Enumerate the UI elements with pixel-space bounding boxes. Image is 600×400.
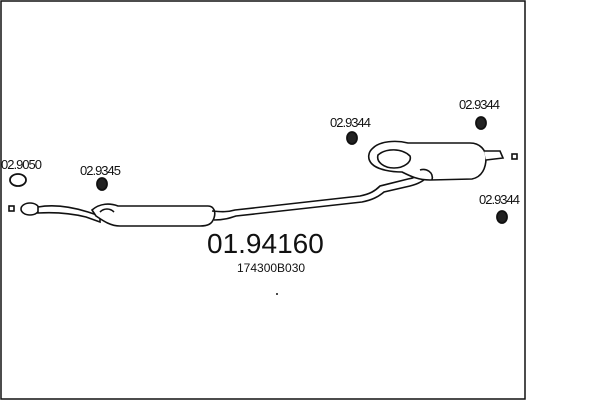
front-flange-stud (8, 205, 15, 212)
mounting-rubber-9344-c (496, 210, 508, 224)
mounting-rubber-9345 (96, 177, 108, 191)
rear-hanger-stud (511, 153, 518, 160)
mounting-rubber-9344-a (346, 131, 358, 145)
dot-mark (276, 293, 278, 295)
label-mounting-9050: 02.9050 (1, 157, 42, 172)
centre-silencer (90, 203, 216, 227)
front-pipe (8, 202, 101, 224)
mounting-rubber-9344-b (475, 116, 487, 130)
front-flange (20, 202, 40, 216)
oe-reference-number: 174300B030 (237, 261, 306, 275)
label-mounting-9345: 02.9345 (80, 163, 121, 178)
main-part-number: 01.94160 (207, 228, 324, 259)
rear-silencer (367, 140, 518, 181)
diagram-border (0, 0, 526, 400)
label-mounting-9344-b: 02.9344 (459, 97, 500, 112)
front-pipe-section (37, 205, 101, 224)
intermediate-pipe (211, 172, 429, 221)
label-mounting-9344-a: 02.9344 (330, 115, 371, 130)
label-mounting-9344-c: 02.9344 (479, 192, 520, 207)
mounting-parts (9, 116, 508, 224)
mounting-ring-9050 (9, 173, 27, 187)
